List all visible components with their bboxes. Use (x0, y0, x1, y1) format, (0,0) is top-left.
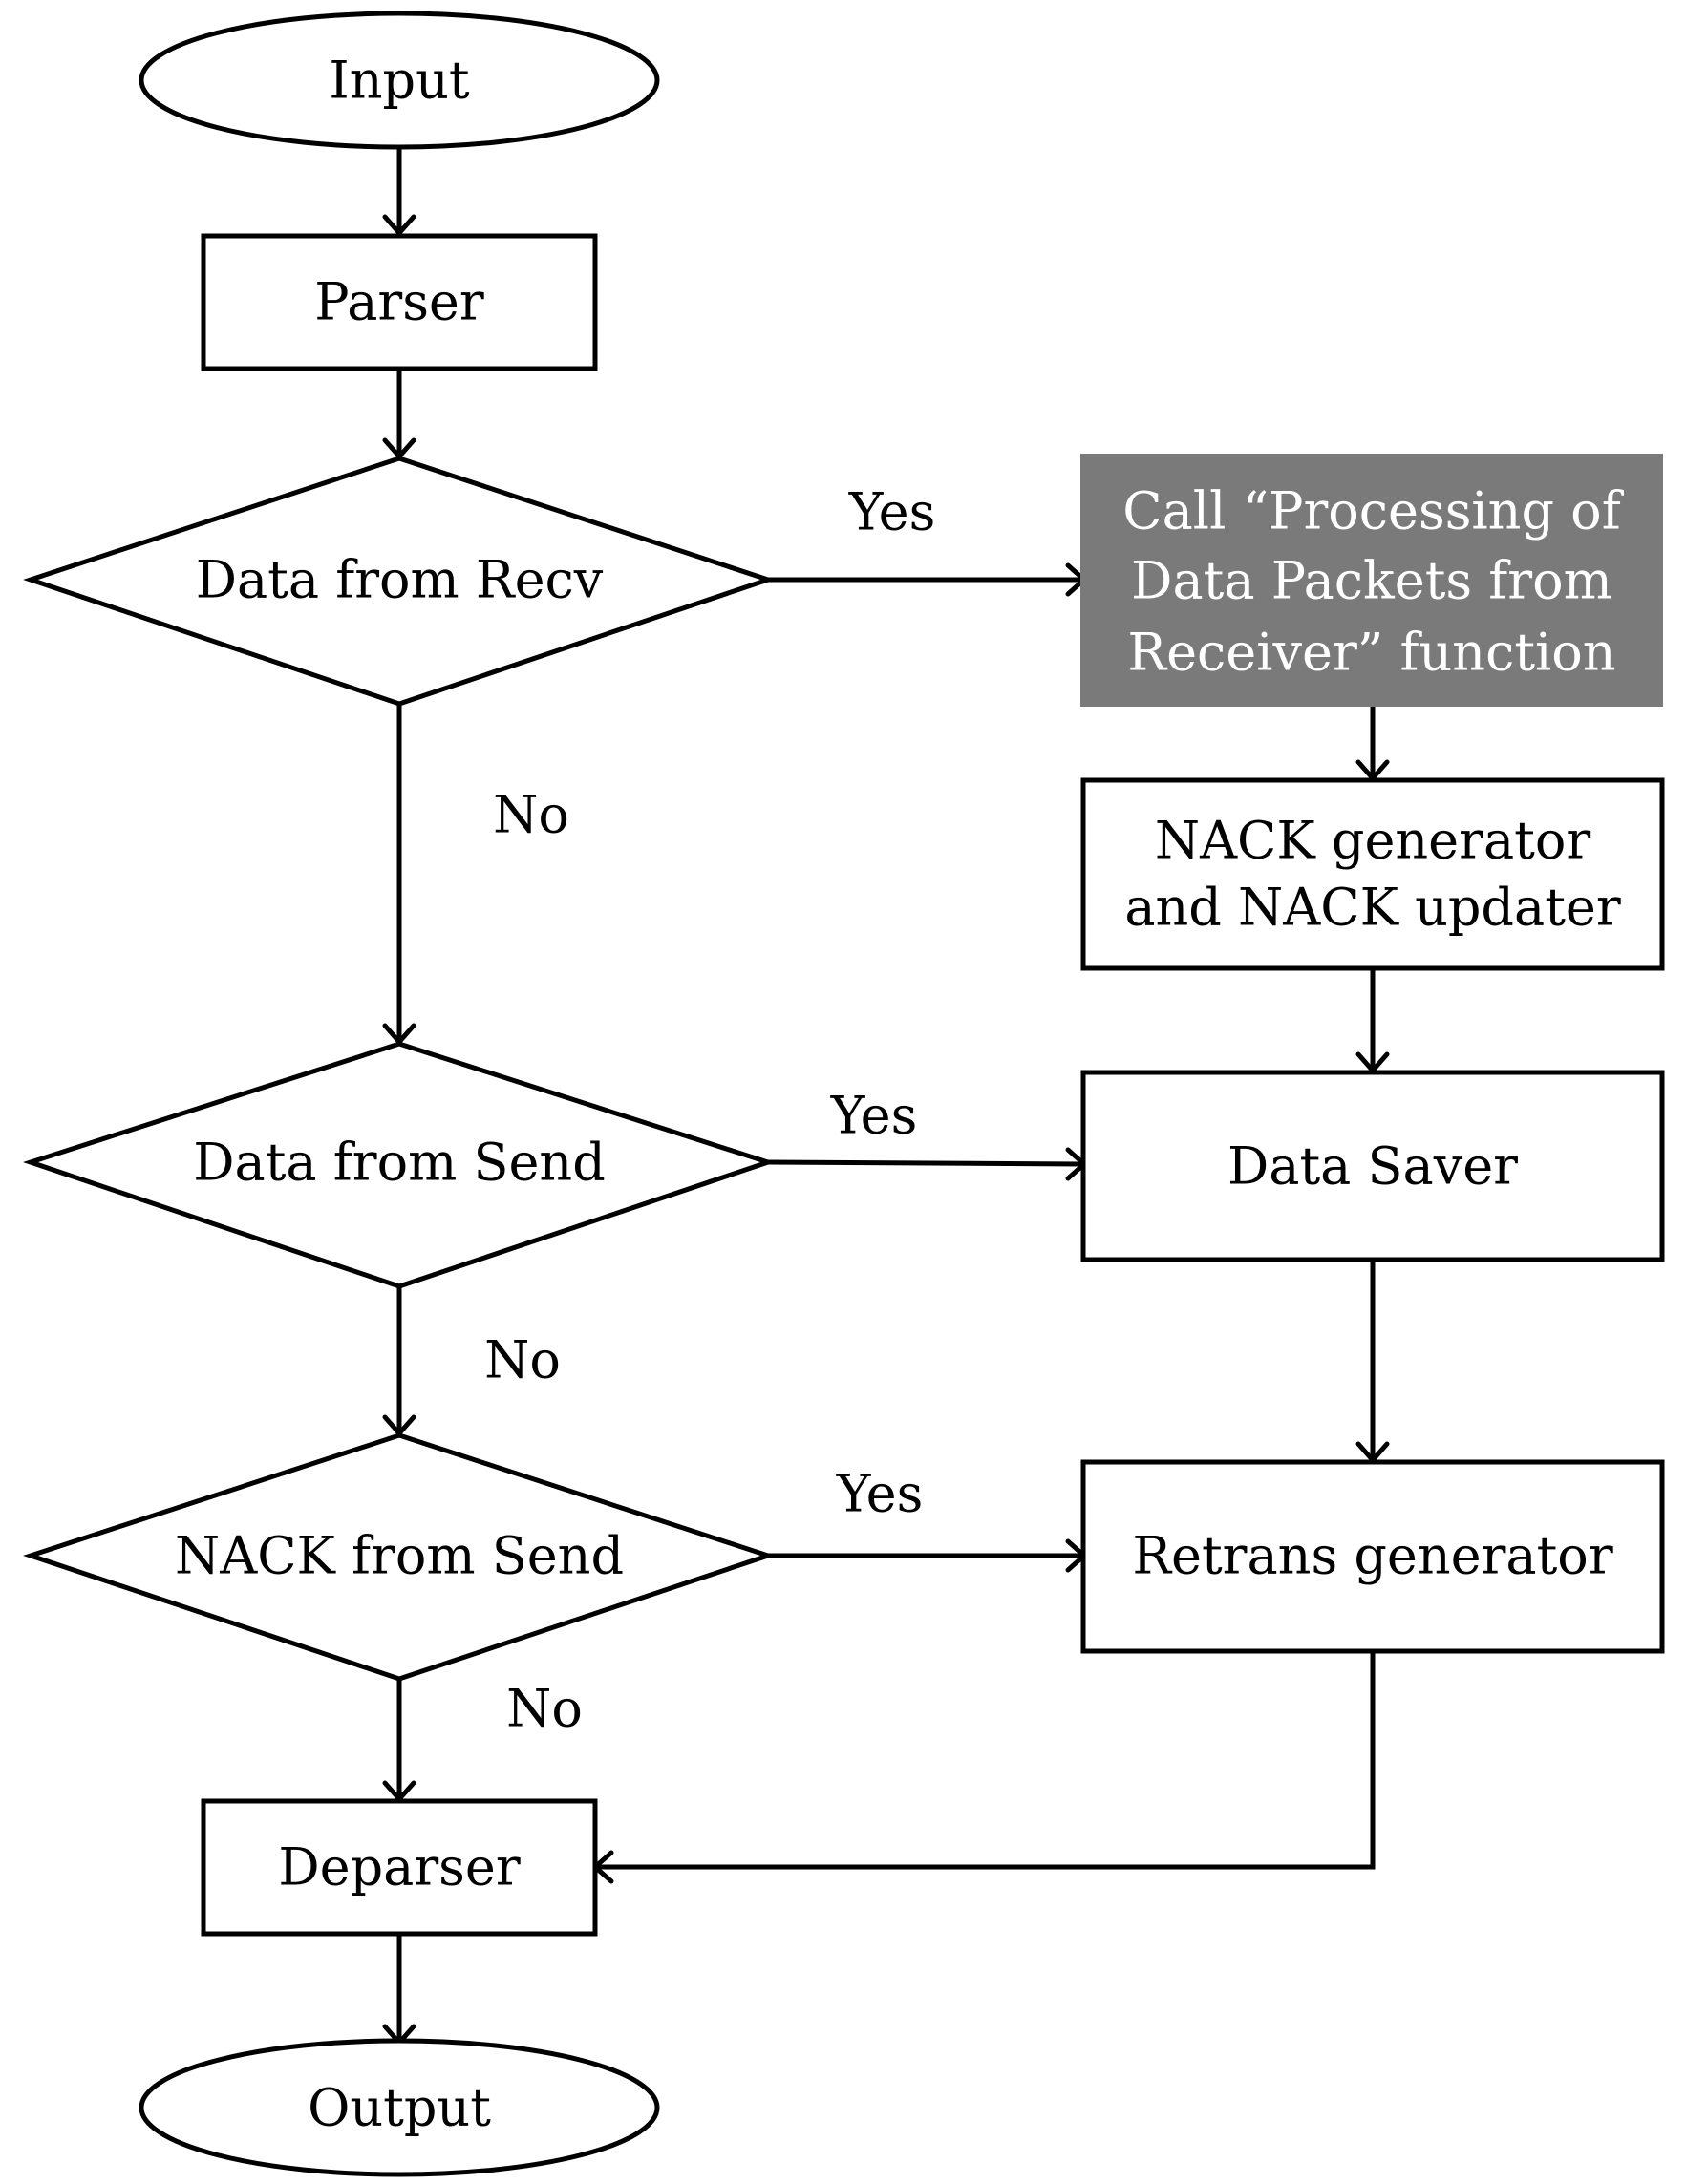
nack-generator-box-shape (1080, 777, 1665, 971)
data-saver-box: Data Saver (1080, 1070, 1665, 1262)
parser-box: Parser (201, 233, 598, 371)
edge-retrans-deparser (597, 1651, 1376, 1870)
recv-yes-label: Yes (848, 482, 936, 542)
retrans-generator-box: Retrans generator (1080, 1459, 1665, 1654)
deparser-box-shape (201, 1798, 598, 1937)
nack-yes-label: Yes (836, 1464, 924, 1524)
recv-decision: Data from Recv (23, 456, 776, 707)
data-saver-box-shape (1080, 1070, 1665, 1262)
parser-box-shape (201, 233, 598, 371)
nack-generator-box: NACK generator and NACK updater (1080, 777, 1665, 971)
nack-decision-label: NACK from Send (175, 1526, 624, 1586)
nack-generator-line-2: and NACK updater (1124, 878, 1621, 938)
connectors (382, 149, 1390, 2046)
call-processing-box: Call “Processing of Data Packets from Re… (1080, 454, 1663, 707)
call-processing-line-3: Receiver” function (1127, 623, 1615, 683)
send-yes-label: Yes (830, 1086, 918, 1146)
deparser-label: Deparser (278, 1837, 520, 1898)
input-terminal: Input (139, 11, 660, 150)
output-terminal-shape (139, 2038, 660, 2177)
retrans-generator-label: Retrans generator (1132, 1526, 1612, 1586)
call-processing-line-2: Data Packets from (1131, 551, 1612, 611)
send-decision-label: Data from Send (193, 1133, 606, 1193)
recv-decision-shape (23, 456, 776, 707)
nack-decision-shape (23, 1432, 776, 1682)
nack-no-label: No (506, 1679, 583, 1739)
input-label: Input (329, 51, 469, 111)
call-processing-line-1: Call “Processing of (1122, 481, 1624, 541)
send-decision-shape (23, 1041, 776, 1289)
nack-decision: NACK from Send (23, 1432, 776, 1682)
output-terminal: Output (139, 2038, 660, 2177)
send-decision: Data from Send (23, 1041, 776, 1289)
recv-decision-label: Data from Recv (196, 550, 604, 610)
recv-no-label: No (493, 785, 569, 845)
retrans-generator-box-shape (1080, 1459, 1665, 1654)
deparser-box: Deparser (201, 1798, 598, 1937)
send-no-label: No (484, 1330, 561, 1390)
edge-send-saver-yes (767, 1159, 1083, 1167)
parser-label: Parser (314, 272, 484, 332)
output-label: Output (308, 2078, 491, 2138)
data-saver-label: Data Saver (1227, 1136, 1518, 1197)
input-terminal-shape (139, 11, 660, 150)
call-processing-box-shape (1080, 454, 1663, 707)
nack-generator-line-1: NACK generator (1155, 811, 1591, 871)
